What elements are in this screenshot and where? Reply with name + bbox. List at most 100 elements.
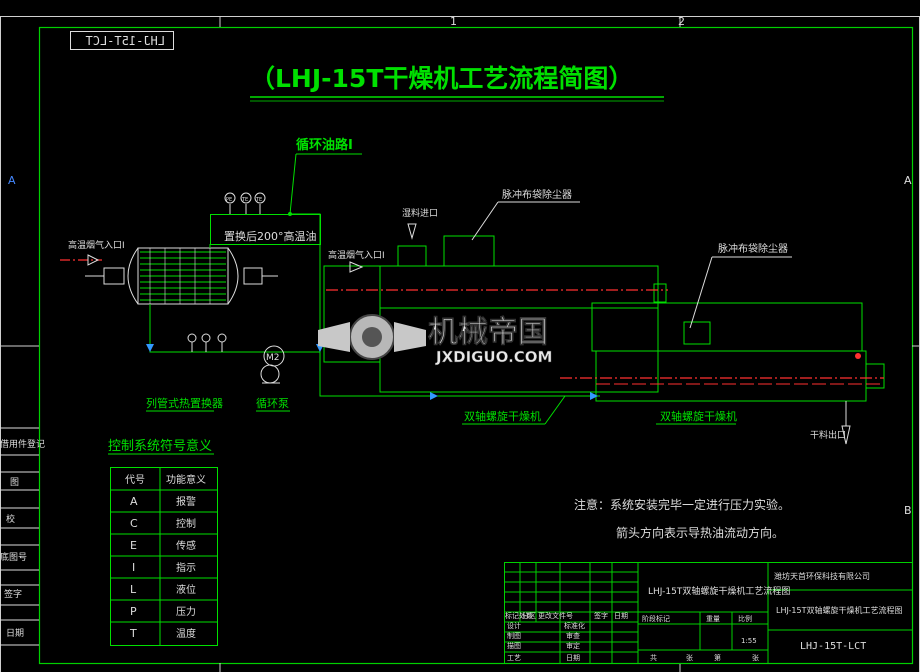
tb-col-label-2: 签字 — [594, 611, 608, 620]
instrument-te-icon — [240, 192, 252, 204]
watermark — [318, 314, 426, 360]
flow-arrow-4-icon — [590, 392, 598, 400]
tb-row-label-2: 制图 — [507, 631, 521, 640]
pump-tag: M2 — [266, 353, 280, 363]
legend-code-i: I — [132, 561, 135, 574]
gas-inlet-2-arrow-icon — [349, 261, 364, 273]
tb-sheet-label-3: 张 — [752, 653, 759, 662]
tb-row-label-4: 工艺 — [507, 654, 521, 662]
zone-label-left-a: A — [8, 174, 16, 187]
gas-inlet-2-label: 高温烟气入口I — [328, 249, 385, 261]
feed-inlet-arrow-icon — [407, 223, 417, 240]
legend-code-a: A — [130, 495, 138, 508]
title-block-grid — [504, 562, 913, 664]
oil-circuit-leader — [289, 153, 297, 215]
legend-header-code: 代号 — [125, 474, 145, 486]
dryer-1-leader — [544, 395, 566, 425]
tb-stage-label-2: 比例 — [738, 614, 752, 623]
left-strip — [0, 427, 39, 646]
legend-code-l: L — [130, 583, 137, 596]
legend-code-t: T — [129, 627, 137, 640]
pulse-dust-2-leader — [689, 256, 713, 329]
tb-stage-label-1: 重量 — [706, 615, 720, 623]
mirrored-code: LHJ-15T-LCT — [86, 34, 165, 48]
heat-exchanger — [85, 247, 278, 305]
legend-meaning-t: 温度 — [176, 627, 196, 640]
gas-inlet-1-label: 高温烟气入口I — [68, 239, 125, 251]
strip-label-5: 日期 — [6, 628, 24, 639]
tb-row-label-0: 标记处数 — [505, 611, 533, 620]
zone-label-right-a: A — [904, 174, 912, 187]
legend-header-meaning: 功能意义 — [166, 473, 206, 486]
tb-sheet-label-0: 共 — [650, 653, 657, 662]
legend-meaning-i: 指示 — [176, 561, 196, 574]
heat-exchanger-label: 列管式热置换器 — [146, 396, 223, 410]
title-block-company: 潍坊天首环保科技有限公司 — [774, 571, 870, 581]
gas-inlet-1-arrow-icon — [87, 254, 100, 266]
instrument-pe-icon — [224, 192, 236, 204]
strip-label-3: 底图号 — [0, 551, 27, 563]
red-marker — [855, 353, 861, 359]
watermark-en: JXDIGUO.COM — [435, 348, 552, 366]
pump-label: 循环泵 — [256, 397, 289, 410]
strip-label-1: 图 — [10, 477, 19, 488]
zone-label-right-b: B — [904, 504, 912, 517]
valve-row — [187, 333, 227, 352]
instrument-tag-0: PE — [226, 197, 232, 203]
legend-code-e: E — [130, 539, 137, 552]
tb-std-label-2: 审定 — [566, 641, 580, 650]
legend-code-p: P — [130, 605, 137, 618]
strip-label-2: 校 — [6, 513, 15, 525]
strip-label-0: 借用件登记 — [0, 438, 45, 450]
pulse-dust-1-label: 脉冲布袋除尘器 — [502, 188, 572, 201]
instrument-te2-icon — [254, 192, 266, 204]
title-block-drawing-name: LHJ-15T双轴螺旋干燥机工艺流程图 — [648, 585, 790, 597]
legend-grid — [110, 467, 218, 646]
legend-meaning-p: 压力 — [176, 605, 196, 618]
tb-col-label-3: 日期 — [614, 612, 628, 620]
tb-row-label-1: 设计 — [507, 621, 521, 630]
instrument-tag-2: TE — [255, 197, 262, 203]
oil-pipe-top — [290, 213, 321, 229]
tb-std-label-0: 标准化 — [564, 621, 585, 630]
legend-title: 控制系统符号意义 — [108, 438, 212, 454]
drawing-title: （LHJ-15T干燥机工艺流程简图） — [250, 64, 633, 93]
title-block-drawing-name-2: LHJ-15T双轴螺旋干燥机工艺流程图 — [776, 605, 903, 615]
tb-sheet-label-2: 第 — [714, 653, 721, 662]
pump — [260, 345, 285, 384]
oil-pipe-dryer — [319, 352, 600, 397]
tb-col-label-0: 分区 — [522, 611, 536, 620]
mirrored-code-box — [70, 31, 174, 50]
pipe-return — [149, 304, 300, 353]
watermark-cn: 机械帝国 — [428, 315, 548, 350]
title-block-code: LHJ-15T-LCT — [800, 641, 866, 652]
pulse-dust-2-label: 脉冲布袋除尘器 — [718, 242, 788, 255]
zone-label-top-2: 2 — [678, 15, 685, 28]
note-line-2: 箭头方向表示导热油流动方向。 — [616, 525, 784, 540]
flow-arrow-1-icon — [146, 344, 154, 352]
title-block-scale: 1:55 — [741, 637, 757, 645]
legend-meaning-a: 报警 — [176, 495, 196, 508]
legend-meaning-l: 液位 — [176, 583, 196, 596]
dryer-1-label: 双轴螺旋干燥机 — [464, 409, 541, 423]
flow-arrow-3-icon — [430, 392, 438, 400]
note-line-1: 注意：系统安装完毕一定进行压力实验。 — [574, 497, 790, 512]
dryer-2-label: 双轴螺旋干燥机 — [660, 409, 737, 423]
instrument-group — [229, 204, 261, 214]
instrument-tag-1: TE — [241, 197, 248, 203]
dryer-2 — [591, 302, 885, 402]
discharge-label: 干料出口 — [810, 429, 846, 441]
legend-meaning-e: 传感 — [176, 539, 196, 552]
pulse-dust-1-leader — [471, 201, 499, 241]
tb-stage-label-0: 阶段标记 — [642, 614, 670, 623]
zone-ticks — [0, 16, 920, 672]
zone-label-top-1: 1 — [450, 15, 457, 28]
tb-col-label-1: 更改文件号 — [538, 611, 573, 620]
legend-code-c: C — [130, 517, 138, 530]
oil-heater-label: 置换后200°高温油 — [224, 229, 317, 243]
tb-row-label-3: 描图 — [507, 641, 521, 650]
tb-sheet-label-1: 张 — [686, 653, 693, 662]
tb-std-label-1: 审查 — [566, 631, 580, 640]
strip-label-4: 签字 — [4, 588, 22, 600]
